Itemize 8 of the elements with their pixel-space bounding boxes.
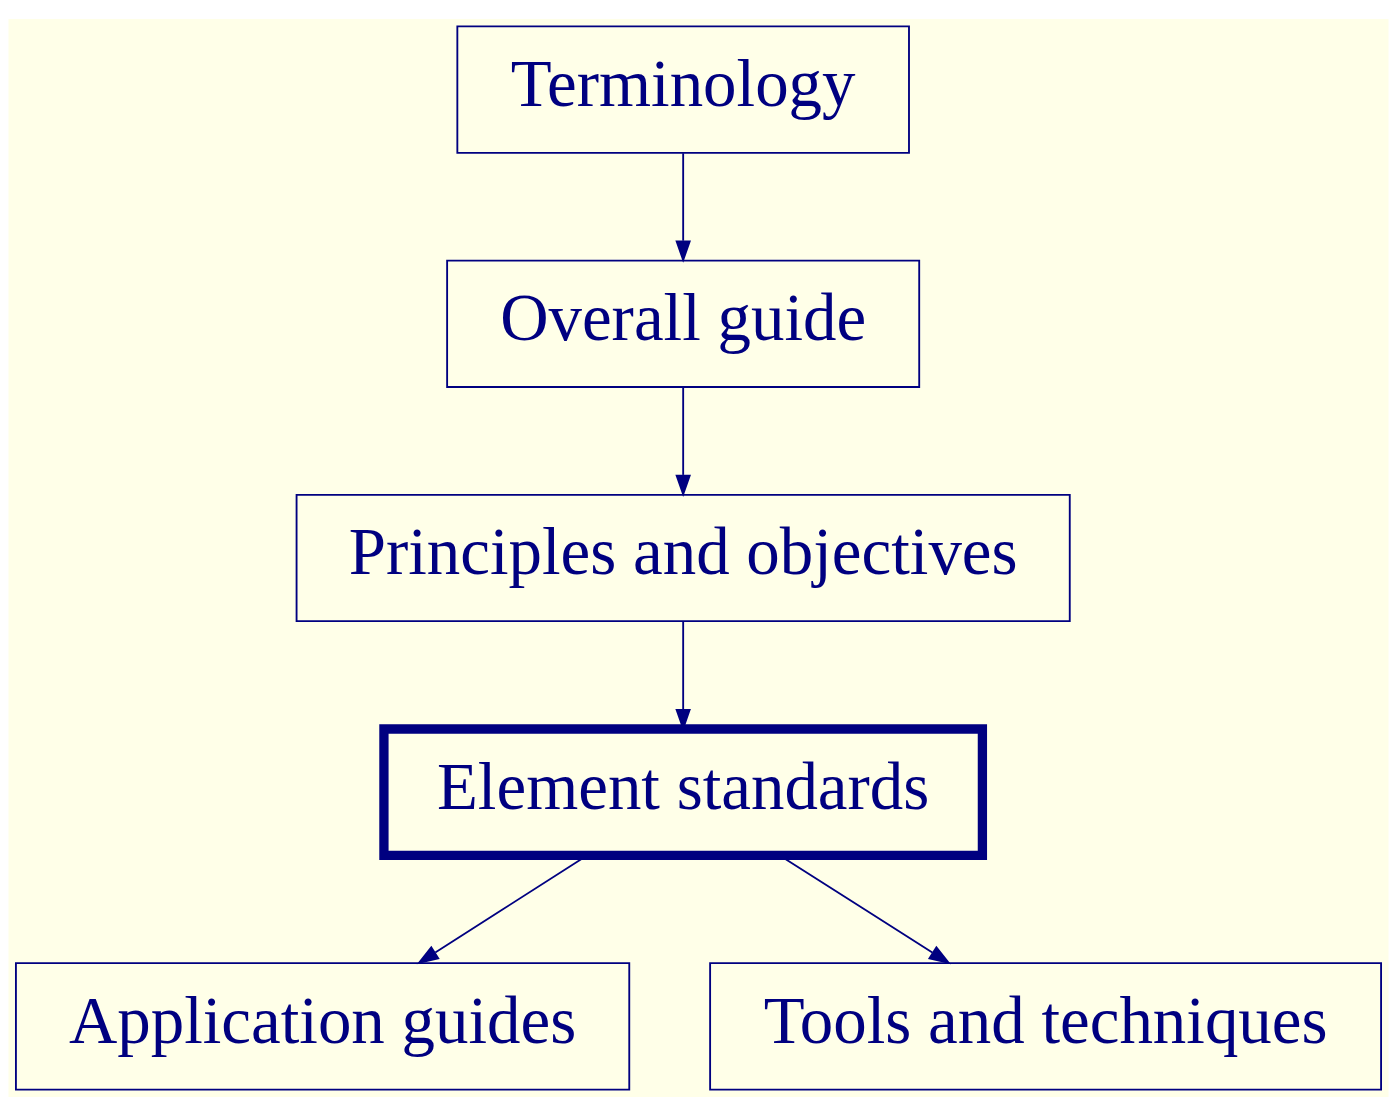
arrow [675,386,691,498]
node-box: Terminology [456,25,910,154]
node-box: Overall guide [446,259,921,388]
node-box: Element standards [379,724,988,861]
node-box: Principles and objectives [295,493,1071,623]
node-box: Application guides [15,962,631,1091]
arrow [675,152,691,263]
node-box: Tools and techniques [709,962,1382,1091]
